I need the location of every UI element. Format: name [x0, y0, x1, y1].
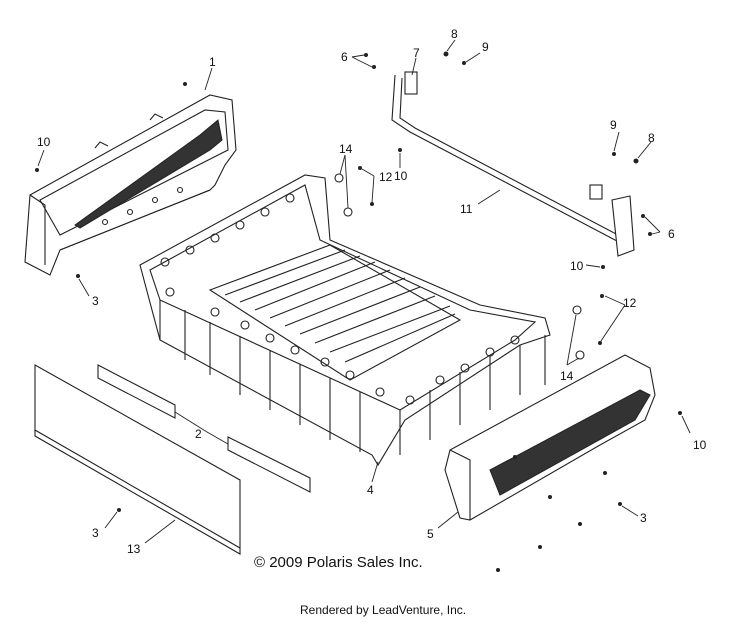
callout-3: 3	[92, 526, 99, 540]
callout-8: 8	[451, 27, 458, 41]
callout-10: 10	[693, 438, 707, 452]
callout-3: 3	[640, 511, 647, 525]
callout-4: 4	[367, 483, 374, 497]
tailgate-board-part	[34, 364, 241, 555]
callout-12: 12	[379, 170, 393, 184]
callout-10: 10	[394, 169, 408, 183]
copyright-text: © 2009 Polaris Sales Inc.	[254, 554, 423, 571]
callout-6: 6	[668, 227, 675, 241]
strip-parts	[97, 364, 311, 493]
callout-labels: 1 2 3 3 3 4 5 6 6 7 8 8 9 9 10 10 10 10 …	[37, 27, 707, 556]
leader-lines	[37, 39, 691, 544]
callout-1: 1	[209, 55, 216, 69]
fastener-parts	[35, 51, 682, 572]
callout-3: 3	[92, 294, 99, 308]
frame-bar-part	[391, 71, 635, 257]
callout-13: 13	[127, 542, 141, 556]
callout-8: 8	[648, 131, 655, 145]
callout-7: 7	[413, 46, 420, 60]
callout-2: 2	[195, 427, 202, 441]
callout-5: 5	[427, 527, 434, 541]
callout-14: 14	[339, 142, 353, 156]
callout-10: 10	[37, 135, 51, 149]
callout-9: 9	[610, 118, 617, 132]
callout-14: 14	[560, 369, 574, 383]
front-panel-part	[24, 94, 237, 276]
callout-10: 10	[570, 259, 584, 273]
rear-panel-part	[444, 354, 656, 521]
callout-6: 6	[341, 50, 348, 64]
callout-12: 12	[623, 296, 637, 310]
callout-9: 9	[482, 40, 489, 54]
cargo-box-part	[139, 174, 551, 467]
callout-11: 11	[460, 202, 473, 216]
rendered-by-text: Rendered by LeadVenture, Inc.	[300, 603, 467, 617]
